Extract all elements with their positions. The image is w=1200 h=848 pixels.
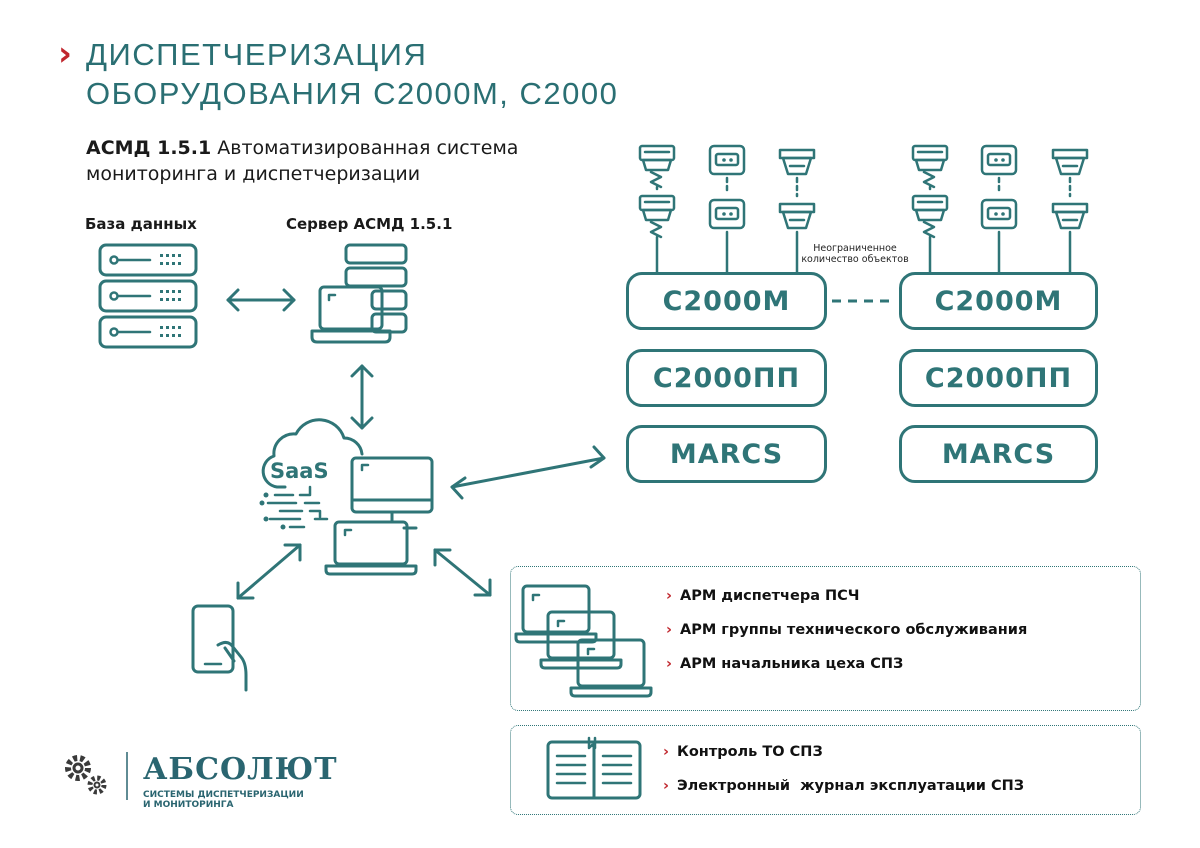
detector-column-1 xyxy=(638,144,676,274)
monitor-icon xyxy=(350,456,434,522)
laptop-icon xyxy=(324,520,418,576)
logo-tagline-line1: СИСТЕМЫ ДИСПЕТЧЕРИЗАЦИИ xyxy=(143,790,304,800)
detector-column-5 xyxy=(980,144,1018,274)
detector-column-4 xyxy=(911,144,949,274)
device-c2000m-right: С2000М xyxy=(899,272,1098,330)
database-label: База данных xyxy=(85,215,197,233)
logo-wordmark: АБСОЛЮТ xyxy=(143,752,338,787)
cloud-panel-arrow xyxy=(433,548,492,597)
services-panel xyxy=(510,725,1141,815)
server-cloud-arrow xyxy=(350,364,374,430)
chevron-icon: › xyxy=(666,656,672,672)
workstation-item: ›АРМ начальника цеха СПЗ xyxy=(666,656,904,672)
detector-column-6 xyxy=(1051,148,1089,274)
chevron-icon: › xyxy=(663,744,669,760)
logo-gears-icon xyxy=(65,755,107,795)
device-c2000m-left: С2000М xyxy=(626,272,827,330)
page-title-line1: ДИСПЕТЧЕРИЗАЦИЯ xyxy=(86,37,428,72)
service-item: ›Электронный журнал эксплуатации СПЗ xyxy=(663,778,1025,794)
subtitle: АСМД 1.5.1 Автоматизированная система xyxy=(86,136,518,160)
service-item: ›Контроль ТО СПЗ xyxy=(663,744,823,760)
subtitle-product: АСМД 1.5.1 xyxy=(86,137,212,159)
workstations-panel xyxy=(510,566,1141,711)
detector-column-2 xyxy=(708,144,746,274)
journal-icon xyxy=(546,736,642,800)
db-server-arrow xyxy=(226,288,296,312)
subtitle-rest: Автоматизированная система xyxy=(211,137,519,159)
cloud-icon xyxy=(259,418,364,530)
chevron-icon: › xyxy=(666,622,672,638)
device-marcs-right: MARCS xyxy=(899,425,1098,483)
device-c2000pp-right: С2000ПП xyxy=(899,349,1098,407)
cloud-devices-arrow xyxy=(450,445,606,500)
database-icon xyxy=(98,243,198,349)
server-label: Сервер АСМД 1.5.1 xyxy=(286,215,453,233)
unlimited-objects-note: Неограниченное количество объектов xyxy=(801,243,909,265)
cloud-phone-arrow xyxy=(236,543,302,600)
saas-label: SaaS xyxy=(270,459,329,483)
title-chevron-icon: › xyxy=(58,34,73,74)
workstation-item: ›АРМ диспетчера ПСЧ xyxy=(666,588,860,604)
workstations-icon xyxy=(514,584,653,698)
chevron-icon: › xyxy=(666,588,672,604)
server-icon xyxy=(310,243,408,344)
detector-column-3 xyxy=(778,148,816,274)
device-c2000pp-left: С2000ПП xyxy=(626,349,827,407)
device-marcs-left: MARCS xyxy=(626,425,827,483)
subtitle-line2: мониторинга и диспетчеризации xyxy=(86,163,421,185)
page-title-line2: ОБОРУДОВАНИЯ С2000М, С2000 xyxy=(86,76,619,111)
chevron-icon: › xyxy=(663,778,669,794)
phone-icon xyxy=(191,604,248,692)
logo-tagline-line2: И МОНИТОРИНГА xyxy=(143,800,234,810)
workstation-item: ›АРМ группы технического обслуживания xyxy=(666,622,1028,638)
